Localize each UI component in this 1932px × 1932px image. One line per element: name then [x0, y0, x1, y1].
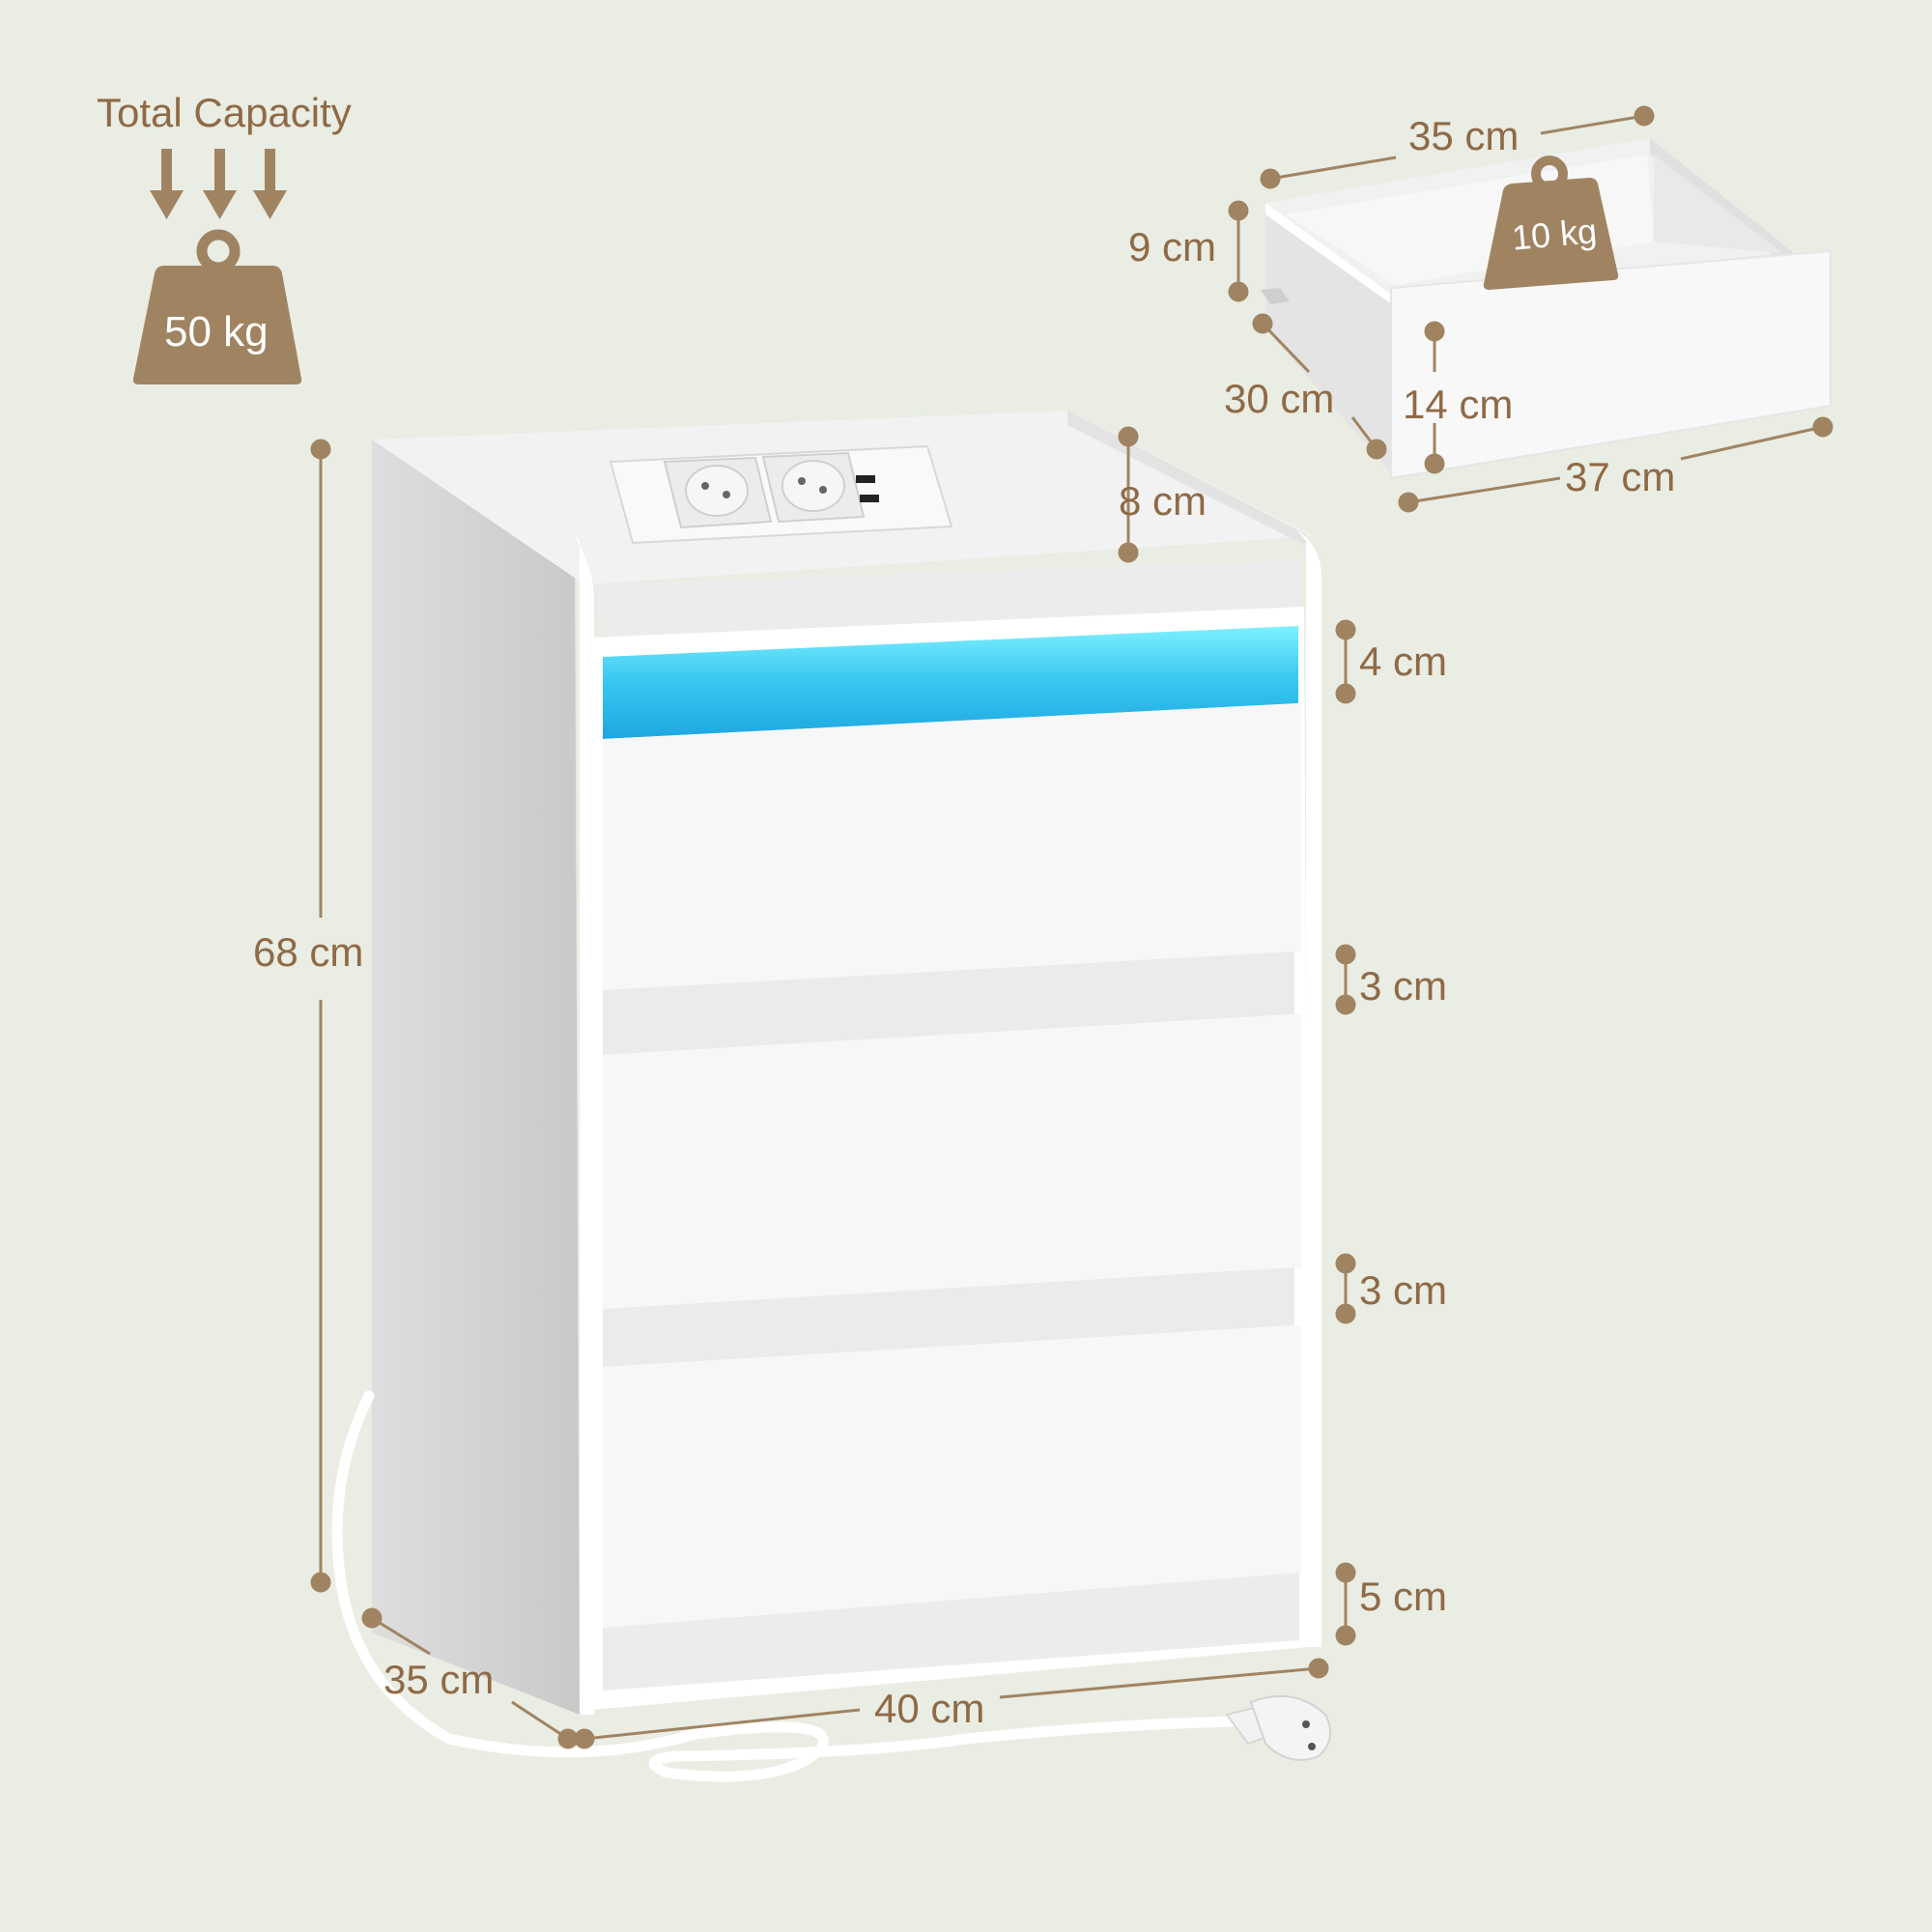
usb-port-icon	[856, 475, 879, 502]
dim-line-depth	[371, 1616, 431, 1656]
label-gap-2: 3 cm	[1359, 1267, 1448, 1313]
plug-icon	[1225, 1694, 1332, 1761]
dim-line-drawer-front-width	[1407, 476, 1561, 504]
dim-line-drawer-width	[1269, 156, 1397, 181]
dim-line-width	[583, 1708, 861, 1741]
label-height: 68 cm	[253, 929, 364, 975]
label-top-rail: 8 cm	[1119, 478, 1208, 524]
drawer-capacity-weight: 10 kg	[1510, 211, 1599, 258]
label-width: 40 cm	[874, 1686, 985, 1731]
power-cable	[331, 1390, 1242, 1782]
label-depth: 35 cm	[384, 1657, 495, 1702]
label-gap-1: 3 cm	[1359, 963, 1448, 1009]
label-drawer-inner-height: 9 cm	[1128, 224, 1217, 270]
drawer-1	[603, 703, 1301, 990]
label-bottom-gap: 5 cm	[1359, 1574, 1448, 1619]
power-strip	[609, 444, 953, 545]
total-capacity-weight: 50 kg	[164, 308, 269, 355]
drawer-3	[603, 1325, 1301, 1628]
total-capacity-title: Total Capacity	[97, 90, 352, 135]
weight-icon-50kg	[132, 229, 302, 384]
label-drawer-front-height: 14 cm	[1403, 382, 1514, 427]
socket-icon-2	[761, 451, 866, 524]
label-drawer-width: 35 cm	[1408, 113, 1520, 158]
led-light-strip	[603, 626, 1298, 739]
drawer-2	[603, 1014, 1301, 1309]
label-drawer-front-width: 37 cm	[1565, 454, 1676, 499]
socket-icon-1	[663, 456, 773, 529]
dim-line-drawer-depth	[1261, 322, 1311, 374]
dimension-lines	[310, 105, 1833, 1749]
cabinet	[372, 411, 1321, 1715]
label-drawer-depth: 30 cm	[1224, 376, 1335, 421]
weight-icon-10kg	[1483, 156, 1619, 290]
label-led-gap: 4 cm	[1359, 639, 1448, 684]
down-arrows-icon	[150, 149, 287, 219]
